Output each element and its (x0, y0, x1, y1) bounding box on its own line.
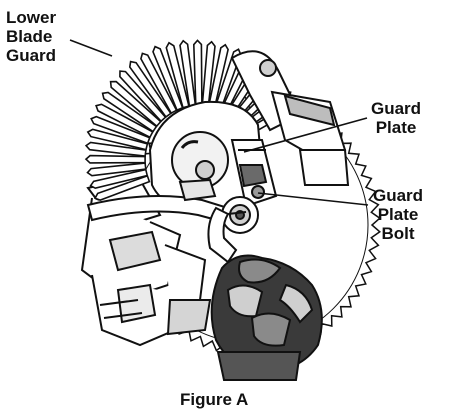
guard-fin (192, 39, 203, 107)
upper-housing (230, 50, 350, 186)
gloved-hand (210, 254, 323, 381)
guard-fin (95, 103, 154, 139)
guard-plate (230, 139, 278, 208)
label-lower-blade-guard: Lower Blade Guard (6, 8, 57, 65)
guard-fin (86, 128, 149, 151)
guard-fin (152, 45, 184, 112)
saw-base (80, 174, 212, 347)
leader-lines (69, 39, 369, 206)
guard-fin (128, 60, 172, 119)
guard-fin (90, 115, 151, 145)
guard-fin (86, 162, 147, 177)
guard-fin (89, 168, 149, 190)
guard-fin (140, 52, 178, 115)
hub-plate (148, 100, 264, 217)
label-guard-plate: Guard Plate (371, 99, 422, 137)
label-guard-plate-bolt: Guard Plate Bolt (373, 186, 424, 243)
figure-caption: Figure A (180, 390, 249, 409)
guard-fin (109, 80, 162, 128)
guard-fin (119, 70, 167, 123)
guard-fin (84, 141, 147, 157)
guard-fin (84, 154, 146, 164)
guard-fin (93, 174, 151, 201)
guard-fin (101, 91, 158, 133)
hex-wrench (207, 196, 259, 264)
